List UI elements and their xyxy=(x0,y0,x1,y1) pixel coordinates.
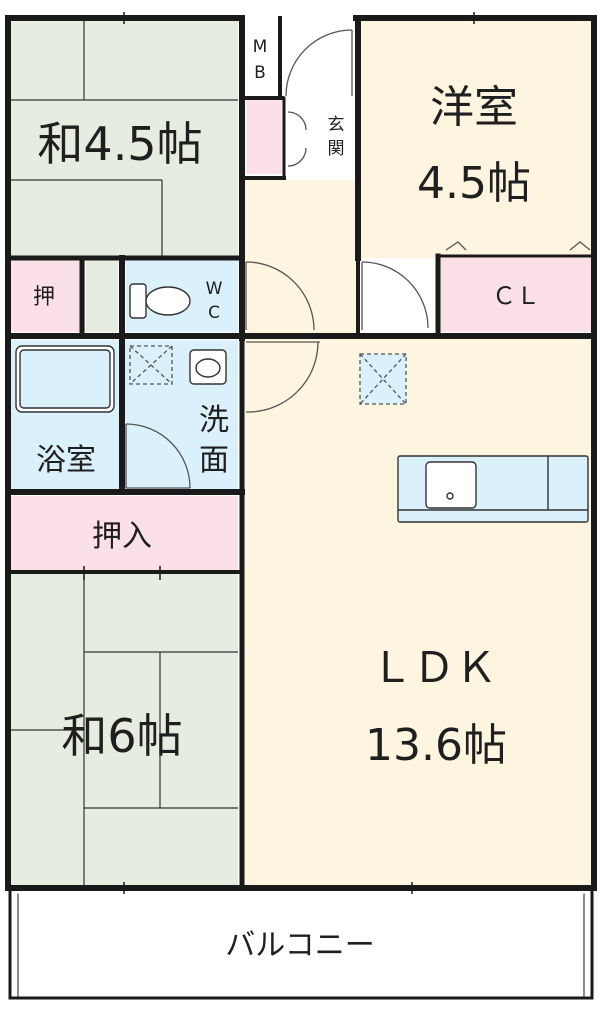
meter-box-floor xyxy=(246,22,276,96)
fixtures xyxy=(15,283,589,523)
washroom-label-2: 面 xyxy=(199,443,229,478)
bath-label: 浴室 xyxy=(36,443,96,478)
entrance-label-2: 関 xyxy=(328,139,345,159)
entrance-label-1: 玄 xyxy=(328,115,345,135)
room-label-washitsu-4-5: 和4.5帖 xyxy=(37,117,202,171)
room-label-ldk: ＬＤＫ xyxy=(371,643,497,692)
tatami-strip-floor xyxy=(86,260,118,332)
tatami-lines-small xyxy=(10,20,238,332)
closet-large-floor xyxy=(10,496,238,570)
entrance-floor xyxy=(282,100,352,176)
closet-label-large: 押入 xyxy=(92,519,152,554)
tatami-lines-large xyxy=(10,574,238,886)
room-washitsu-4-5-floor xyxy=(10,20,238,260)
closet-cl-floor xyxy=(440,258,592,332)
balcony-label: バルコニー xyxy=(225,928,374,963)
hall-floor xyxy=(242,180,356,338)
closet-small-floor xyxy=(10,260,80,332)
shoe-cabinet-floor xyxy=(246,100,282,174)
room-label-washitsu-6: 和6帖 xyxy=(61,709,182,763)
toilet-icon xyxy=(129,283,191,319)
room-size-ldk: 13.6帖 xyxy=(365,720,507,771)
door-swings xyxy=(125,29,591,489)
meter-box-label-m: M xyxy=(253,37,268,57)
window-marks xyxy=(83,12,475,894)
room-label-youshitsu: 洋室 xyxy=(430,82,518,133)
closet-label-small: 押 xyxy=(33,285,55,310)
closet-label-cl: ＣＬ xyxy=(492,282,540,310)
toilet-label-c: C xyxy=(208,303,220,323)
meter-box-label-b: B xyxy=(254,63,266,83)
walls xyxy=(5,15,597,1000)
vent-icon xyxy=(359,353,407,405)
entry-door-floor xyxy=(282,22,352,96)
washroom-label-1: 洗 xyxy=(199,403,229,438)
room-youshitsu-floor xyxy=(360,20,592,258)
balcony-floor xyxy=(10,890,592,998)
wash-vent-icon xyxy=(129,345,173,385)
room-ldk-floor xyxy=(242,338,592,886)
room-size-youshitsu: 4.5帖 xyxy=(417,158,531,209)
toilet-label-w: W xyxy=(206,279,223,299)
